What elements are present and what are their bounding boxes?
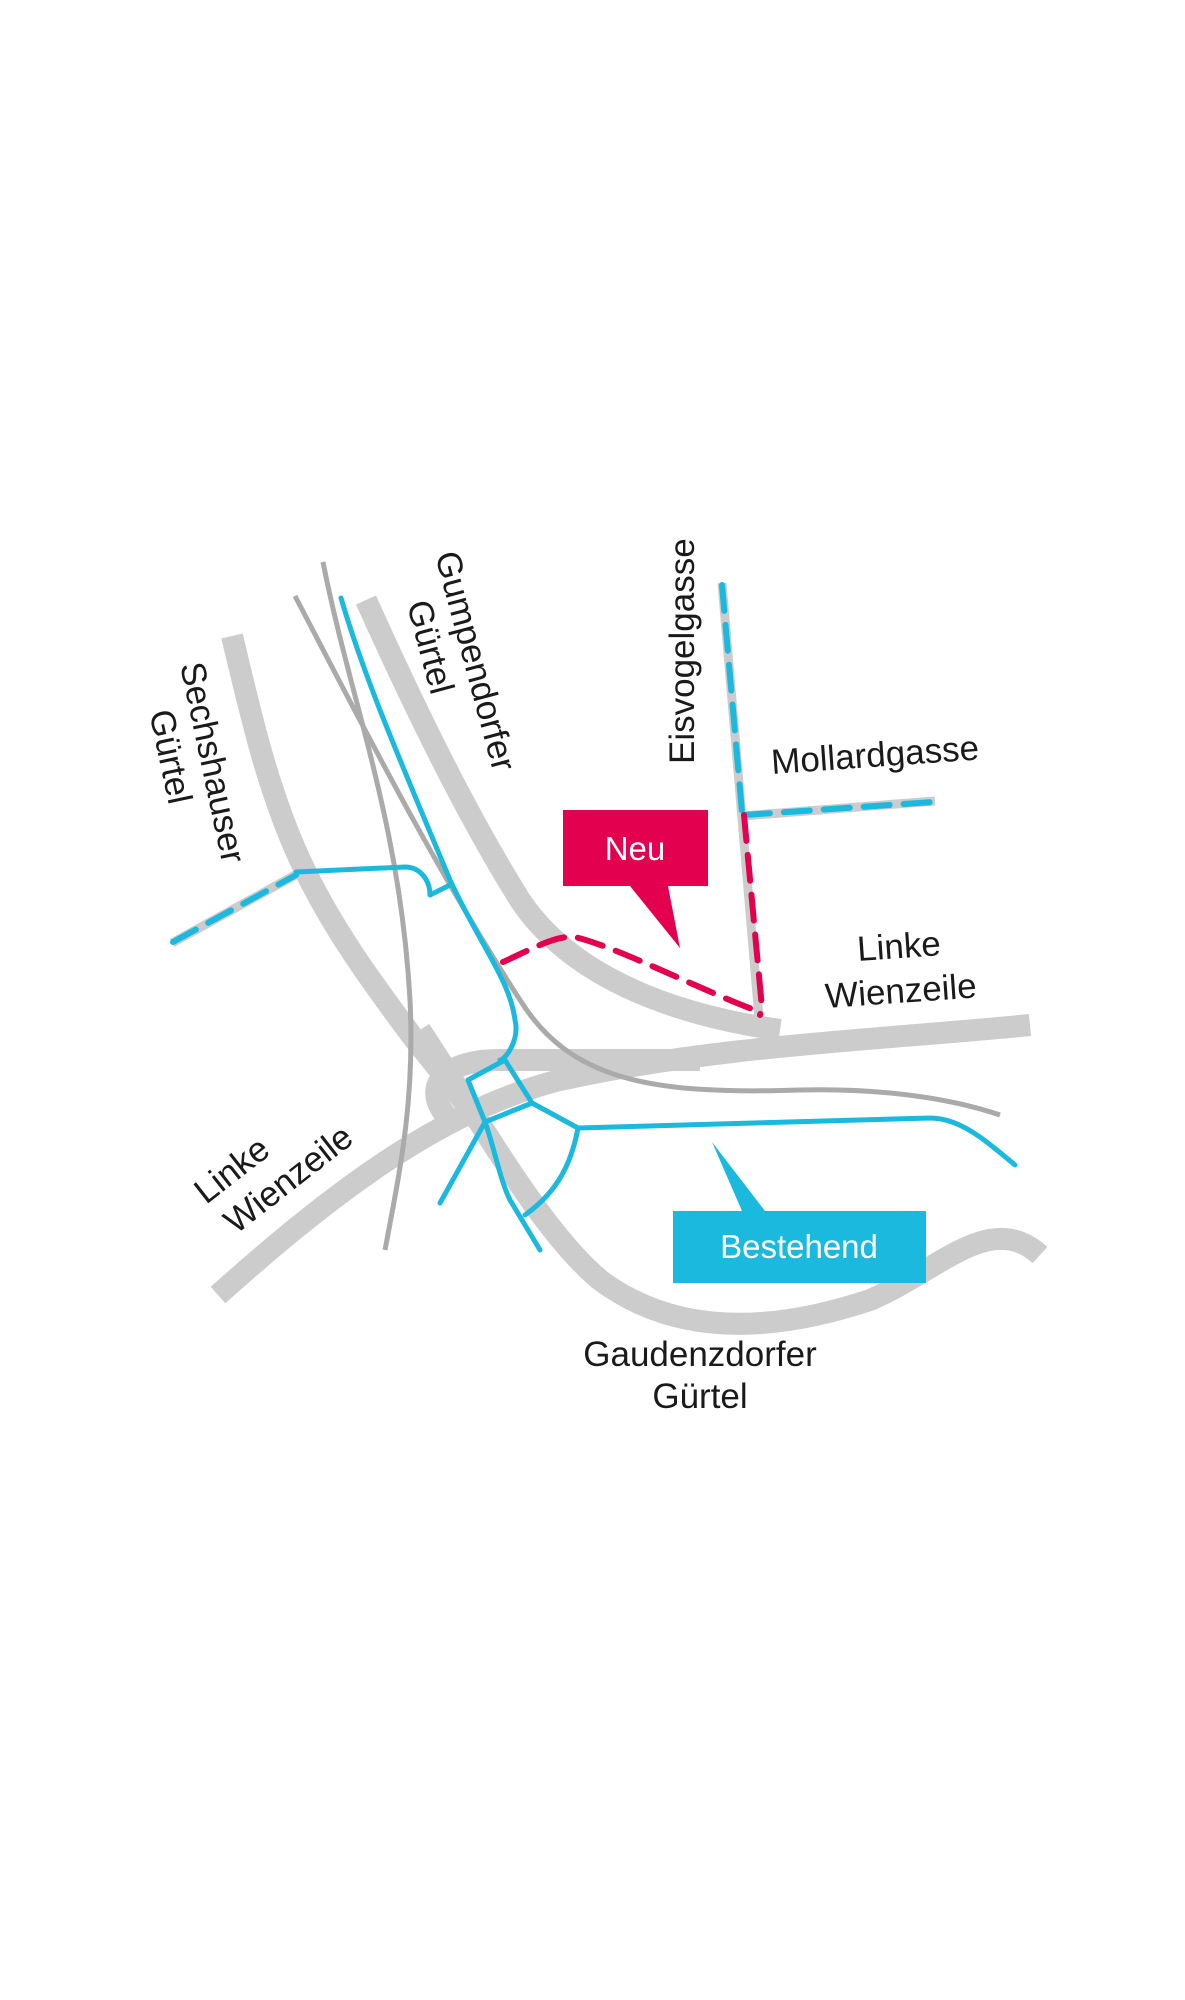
callout-new-label: Neu [605,830,666,867]
rail-line-west [320,561,414,1251]
label-mollardgasse: Mollardgasse [770,729,980,782]
rail-line-east [292,594,1001,1118]
new-route-eisvogelgasse [741,812,765,1018]
label-linke-wienzeile-east-line2: Wienzeile [824,966,978,1015]
existing-route-sechshauser-spur [170,872,299,945]
existing-route-gaudenzdorfer-east [575,1115,1018,1168]
new-routes [500,812,765,1018]
existing-route-gumpendorfer [338,595,519,1063]
road-gumpendorfer-guertel [355,595,782,1041]
existing-route-mollardgasse [741,799,936,818]
road-gaudenzdorfer-guertel [410,1023,1048,1335]
callout-new: Neu [563,810,708,948]
existing-route-south-2 [482,1119,543,1253]
existing-route-sechshauser [293,864,453,898]
callout-new-box [563,810,708,948]
new-route-main [500,933,763,1015]
existing-route-eisvogelgasse [719,582,745,815]
label-linke-wienzeile-east-line1: Linke [856,924,942,969]
callout-existing-label: Bestehend [720,1228,878,1265]
label-eisvogelgasse: Eisvogelgasse [663,538,702,764]
rail-lines [292,561,1001,1251]
existing-route-loop [522,1100,581,1218]
label-gaudenzdorfer-line2: Gürtel [652,1377,747,1416]
street-labels: Gumpendorfer Gürtel Eisvogelgasse Sechsh… [141,538,980,1416]
callout-existing-box [673,1142,926,1283]
existing-route-south-1 [437,1119,488,1206]
road-linke-wienzeile [210,1014,1032,1304]
callout-existing: Bestehend [673,1142,926,1283]
existing-routes [170,582,1018,1253]
label-gaudenzdorfer-line1: Gaudenzdorfer [583,1335,817,1374]
